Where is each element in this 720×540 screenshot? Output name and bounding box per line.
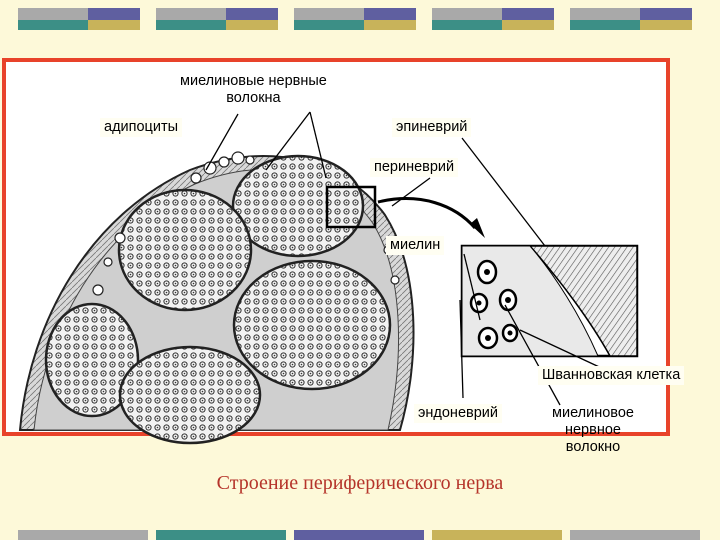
label-endoneurium: эндоневрий: [414, 404, 502, 423]
label-myelinated-fiber: миелиновое нервное волокно: [548, 404, 638, 457]
fascicle-1: [233, 156, 363, 256]
fascicle-2: [119, 190, 251, 310]
label-myelinated-fibers: миелиновые нервные волокна: [176, 72, 331, 108]
fascicle-3: [234, 261, 390, 389]
fascicle-5: [120, 347, 260, 443]
zoom-arrow-head: [470, 218, 485, 238]
zoom-arrow: [378, 199, 475, 228]
label-myelin: миелин: [386, 236, 444, 255]
label-epineurium: эпиневрий: [392, 118, 471, 137]
magnified-view: [462, 246, 637, 356]
label-adipocytes: адипоциты: [100, 118, 182, 137]
figure-caption: Строение периферического нерва: [0, 472, 720, 495]
label-schwann-cell: Шванновская клетка: [538, 366, 684, 385]
label-perineurium: периневрий: [370, 158, 458, 177]
